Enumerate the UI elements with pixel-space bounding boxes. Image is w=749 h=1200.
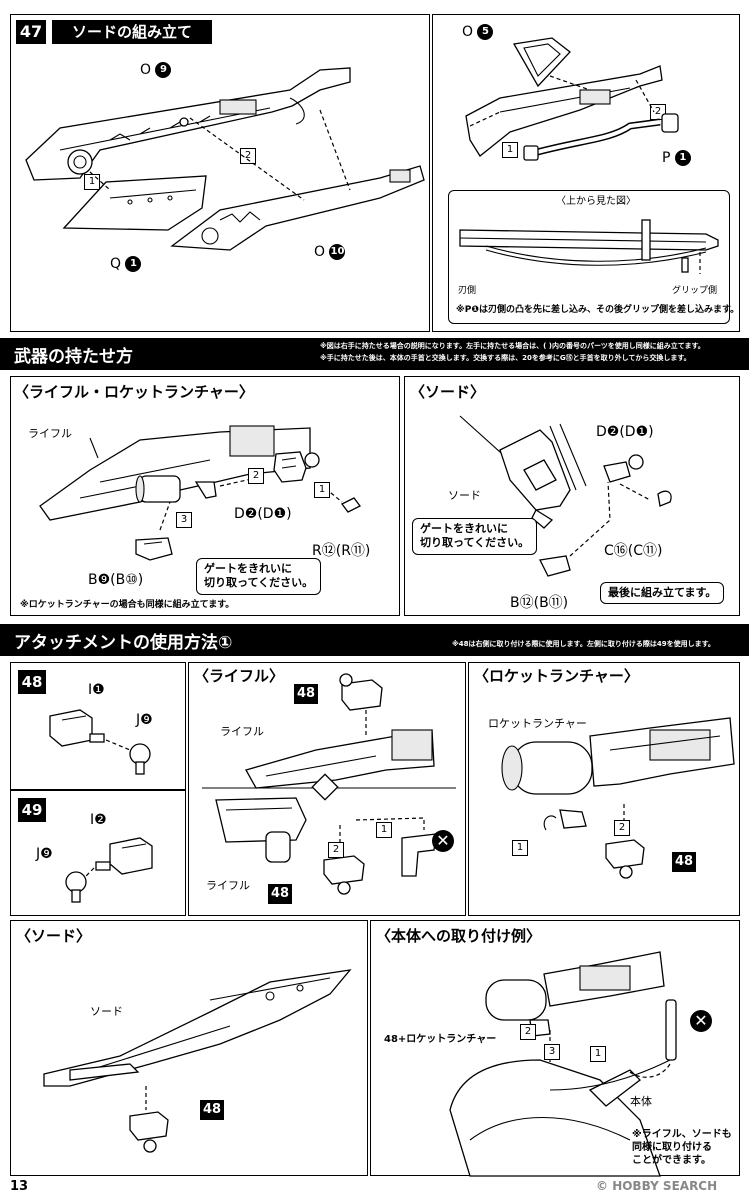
part-label-o5: O 5 [462, 24, 494, 40]
rifle-label-top: ライフル [220, 725, 264, 738]
part-letter: O [462, 24, 474, 40]
step47-title: ソードの組み立て [52, 20, 212, 44]
step-number-47: 47 [16, 20, 46, 44]
rocket-note: ※ロケットランチャーの場合も同様に組み立てます。 [20, 600, 235, 610]
mount-note: ※ライフル、ソードも 同様に取り付ける ことができます。 [632, 1128, 732, 1167]
gate-cut-callout: ゲートをきれいに 切り取ってください。 [412, 518, 538, 555]
part-label-i2: I❷ [90, 812, 107, 828]
part-number-badge: 5 [477, 24, 494, 40]
part-label-d2: D❷(D❶) [234, 506, 292, 522]
step-marker-1: 1 [512, 840, 528, 856]
attachment-badge-48: 48 [268, 884, 292, 904]
rifle-holding-title: 〈ライフル・ロケットランチャー〉 [14, 383, 254, 401]
holding-banner [0, 338, 749, 370]
part-label-i1: I❶ [88, 682, 105, 698]
prohibited-icon: ✕ [432, 830, 454, 852]
mount-note-line: ※ライフル、ソードも [632, 1129, 732, 1140]
step-marker-2: 2 [240, 148, 256, 164]
part-label-b9: B❾(B⑩) [88, 572, 144, 588]
part-label-j9: J❾ [36, 846, 53, 862]
top-view-drawing [459, 219, 719, 274]
step-marker-1: 1 [314, 482, 330, 498]
part-number-badge: 9 [155, 62, 172, 78]
sword-frame-drawing [25, 67, 425, 251]
attachment-sword-title: 〈ソード〉 [16, 927, 92, 945]
part-label-b12: B⑫(B⑪) [510, 595, 569, 611]
assemble-last-callout: 最後に組み立てます。 [600, 582, 725, 605]
top-view-note: ※P❶は刃側の凸を先に差し込み、その後グリップ側を差し込みます。 [456, 305, 740, 315]
attachment-note: ※48は右側に取り付ける際に使用します。左側に取り付ける際は49を使用します。 [452, 640, 715, 648]
sword-attach-label: ソード [90, 1005, 123, 1018]
prohibited-icon: ✕ [690, 1010, 712, 1032]
part-letter: Q [110, 256, 122, 272]
attachment-badge-48: 48 [200, 1100, 224, 1120]
attachment-49-drawing [65, 837, 153, 903]
attachment-number-48: 48 [18, 670, 46, 694]
rocket-label: ロケットランチャー [488, 717, 587, 730]
step-marker-3: 3 [176, 512, 192, 528]
callout-line: 切り取ってください。 [420, 536, 530, 550]
step-marker-2: 2 [248, 468, 264, 484]
mount-note-line: 同様に取り付ける [632, 1142, 712, 1153]
mount-example-drawing [449, 951, 677, 1177]
step-marker-2: 2 [328, 842, 344, 858]
rifle-drawing [39, 425, 361, 561]
part-label-r12: R⑫(R⑪) [312, 543, 371, 559]
step-marker-1: 1 [376, 822, 392, 838]
holding-note-2: ※手に持たせた後は、本体の手首と交換します。交換する際は、20を参考にG⑮と手首… [320, 354, 691, 362]
attachment-badge-48: 48 [672, 852, 696, 872]
callout-line: ゲートをきれいに [420, 522, 508, 535]
rifle-label: ライフル [28, 427, 72, 440]
attachment-48-drawing [49, 709, 151, 775]
sword-grip-detail-drawing [465, 37, 679, 161]
page-number: 13 [10, 1179, 29, 1194]
part-label-c16: C⑯(C⑪) [604, 543, 663, 559]
step-marker-1: 1 [502, 142, 518, 158]
part-label-q1: Q 1 [110, 256, 142, 272]
top-view-title: 〈上から見た図〉 [556, 196, 636, 207]
mount-body-label: 本体 [630, 1095, 652, 1108]
attachment-rocket-drawing [501, 717, 735, 879]
part-label-j9: J❾ [136, 712, 153, 728]
watermark-logo-icon: © [596, 1179, 608, 1193]
step-marker-2: 2 [614, 820, 630, 836]
attachment-rifle-title: 〈ライフル〉 [194, 667, 285, 685]
sword-hold-drawing [459, 415, 672, 577]
mount-example-title: 〈本体への取り付け例〉 [376, 927, 542, 945]
part-label-o10: O 10 [314, 244, 346, 260]
step-marker-1: 1 [590, 1046, 606, 1062]
part-letter: P [662, 150, 671, 166]
part-letter: O [140, 62, 152, 78]
attachment-sword-drawing [43, 969, 352, 1153]
part-number-badge: 1 [125, 256, 142, 272]
attachment-number-49: 49 [18, 798, 46, 822]
attachment-banner [0, 624, 749, 656]
step-marker-3: 3 [544, 1044, 560, 1060]
part-label-d2: D❷(D❶) [596, 424, 654, 440]
callout-line: 切り取ってください。 [204, 576, 314, 590]
part-number-badge: 10 [329, 244, 346, 260]
part-label-o9: O 9 [140, 62, 172, 78]
attachment-title: アタッチメントの使用方法① [14, 633, 233, 653]
part-number-badge: 1 [674, 150, 691, 166]
watermark: © HOBBY SEARCH [596, 1179, 718, 1194]
blade-side-label: 刃側 [458, 286, 477, 296]
part-letter: O [314, 244, 326, 260]
attachment-badge-48: 48 [294, 684, 318, 704]
holding-note-1: ※図は右手に持たせる場合の説明になります。左手に持たせる場合は、( )内の番号の… [320, 342, 705, 350]
mount-note-line: ことができます。 [632, 1155, 711, 1166]
attachment-rocket-title: 〈ロケットランチャー〉 [474, 667, 639, 685]
gate-cut-callout: ゲートをきれいに 切り取ってください。 [196, 558, 322, 595]
holding-title: 武器の持たせ方 [14, 347, 133, 367]
step-marker-2: 2 [520, 1024, 536, 1040]
attachment-rifle-drawing [202, 673, 456, 895]
mount-badge-label: 48+ロケットランチャー [384, 1034, 497, 1045]
sword-label: ソード [448, 489, 481, 502]
callout-line: ゲートをきれいに [204, 562, 292, 575]
watermark-text: HOBBY SEARCH [612, 1179, 718, 1193]
sword-holding-title: 〈ソード〉 [410, 383, 486, 401]
grip-side-label: グリップ側 [672, 286, 718, 296]
rifle-label-bottom: ライフル [206, 879, 250, 892]
part-label-p1: P 1 [662, 150, 691, 166]
